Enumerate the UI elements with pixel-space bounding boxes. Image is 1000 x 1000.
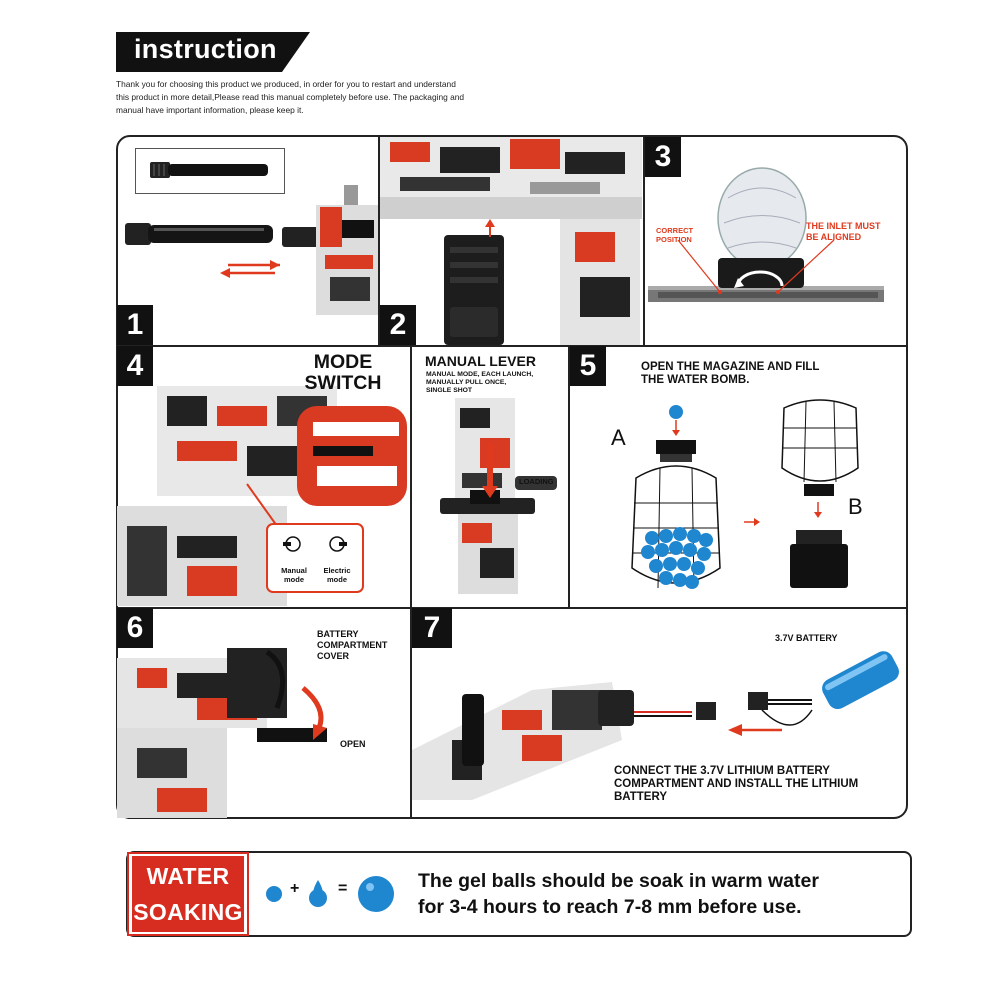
water-soaking-title: WATER SOAKING [133,863,243,925]
correct-position-label: CORRECT POSITION [656,226,694,244]
loading-label: LOADING [519,477,554,486]
magazine-insert-image [380,137,642,345]
step-number-3: 3 [645,137,681,177]
divider [410,608,412,818]
manual-lever-description: MANUAL MODE, EACH LAUNCH, MANUALLY PULL … [426,371,534,394]
barrel-inset-image [150,162,268,178]
manual-lever-image [440,398,557,594]
water-soaking-text: The gel balls should be soak in warm wat… [418,870,819,918]
water-bomb-fill-image [631,399,859,589]
label-b: B [848,494,863,519]
barrel-attach-image [125,185,378,315]
label-a: A [611,425,626,450]
header-banner [116,32,310,72]
manual-mode-label: Manual mode [281,566,307,584]
intro-text: Thank you for choosing this product we p… [116,79,465,115]
battery-cover-label: BATTERY COMPARTMENT COVER [317,629,388,661]
battery-cover-image [117,648,327,818]
instruction-panel-frame [116,135,908,819]
mode-switch-title: MODE SWITCH [304,351,382,394]
connect-battery-instruction: CONNECT THE 3.7V LITHIUM BATTERY COMPART… [614,765,859,803]
divider [643,136,645,346]
battery-label: 3.7V BATTERY [775,633,838,643]
step-number-6: 6 [117,608,153,648]
divider [378,136,380,346]
divider [568,346,570,608]
divider [117,607,907,609]
manual-lever-title: MANUAL LEVER [425,353,536,369]
equals-sign: = [338,880,348,897]
step-number-4: 4 [117,346,153,386]
step-number-7: 7 [412,608,452,648]
barrel-inset-box [135,148,285,194]
plus-sign: + [290,880,300,897]
page-title: instruction [134,34,277,64]
divider [410,346,412,608]
step-number-1: 1 [117,305,153,345]
water-soaking-badge [132,856,244,932]
open-label: OPEN [340,739,366,749]
hopper-image [648,167,884,302]
battery-install-image [412,651,899,800]
step-number-5: 5 [570,346,606,386]
electric-mode-label: Electric mode [323,566,351,584]
inlet-aligned-label: THE INLET MUST BE ALIGNED [806,221,881,242]
gel-ball-equation-icon [266,876,394,912]
divider [117,345,907,347]
step-number-2: 2 [380,305,416,345]
mode-switch-image [117,386,407,606]
fill-instruction: OPEN THE MAGAZINE AND FILL THE WATER BOM… [641,361,820,386]
